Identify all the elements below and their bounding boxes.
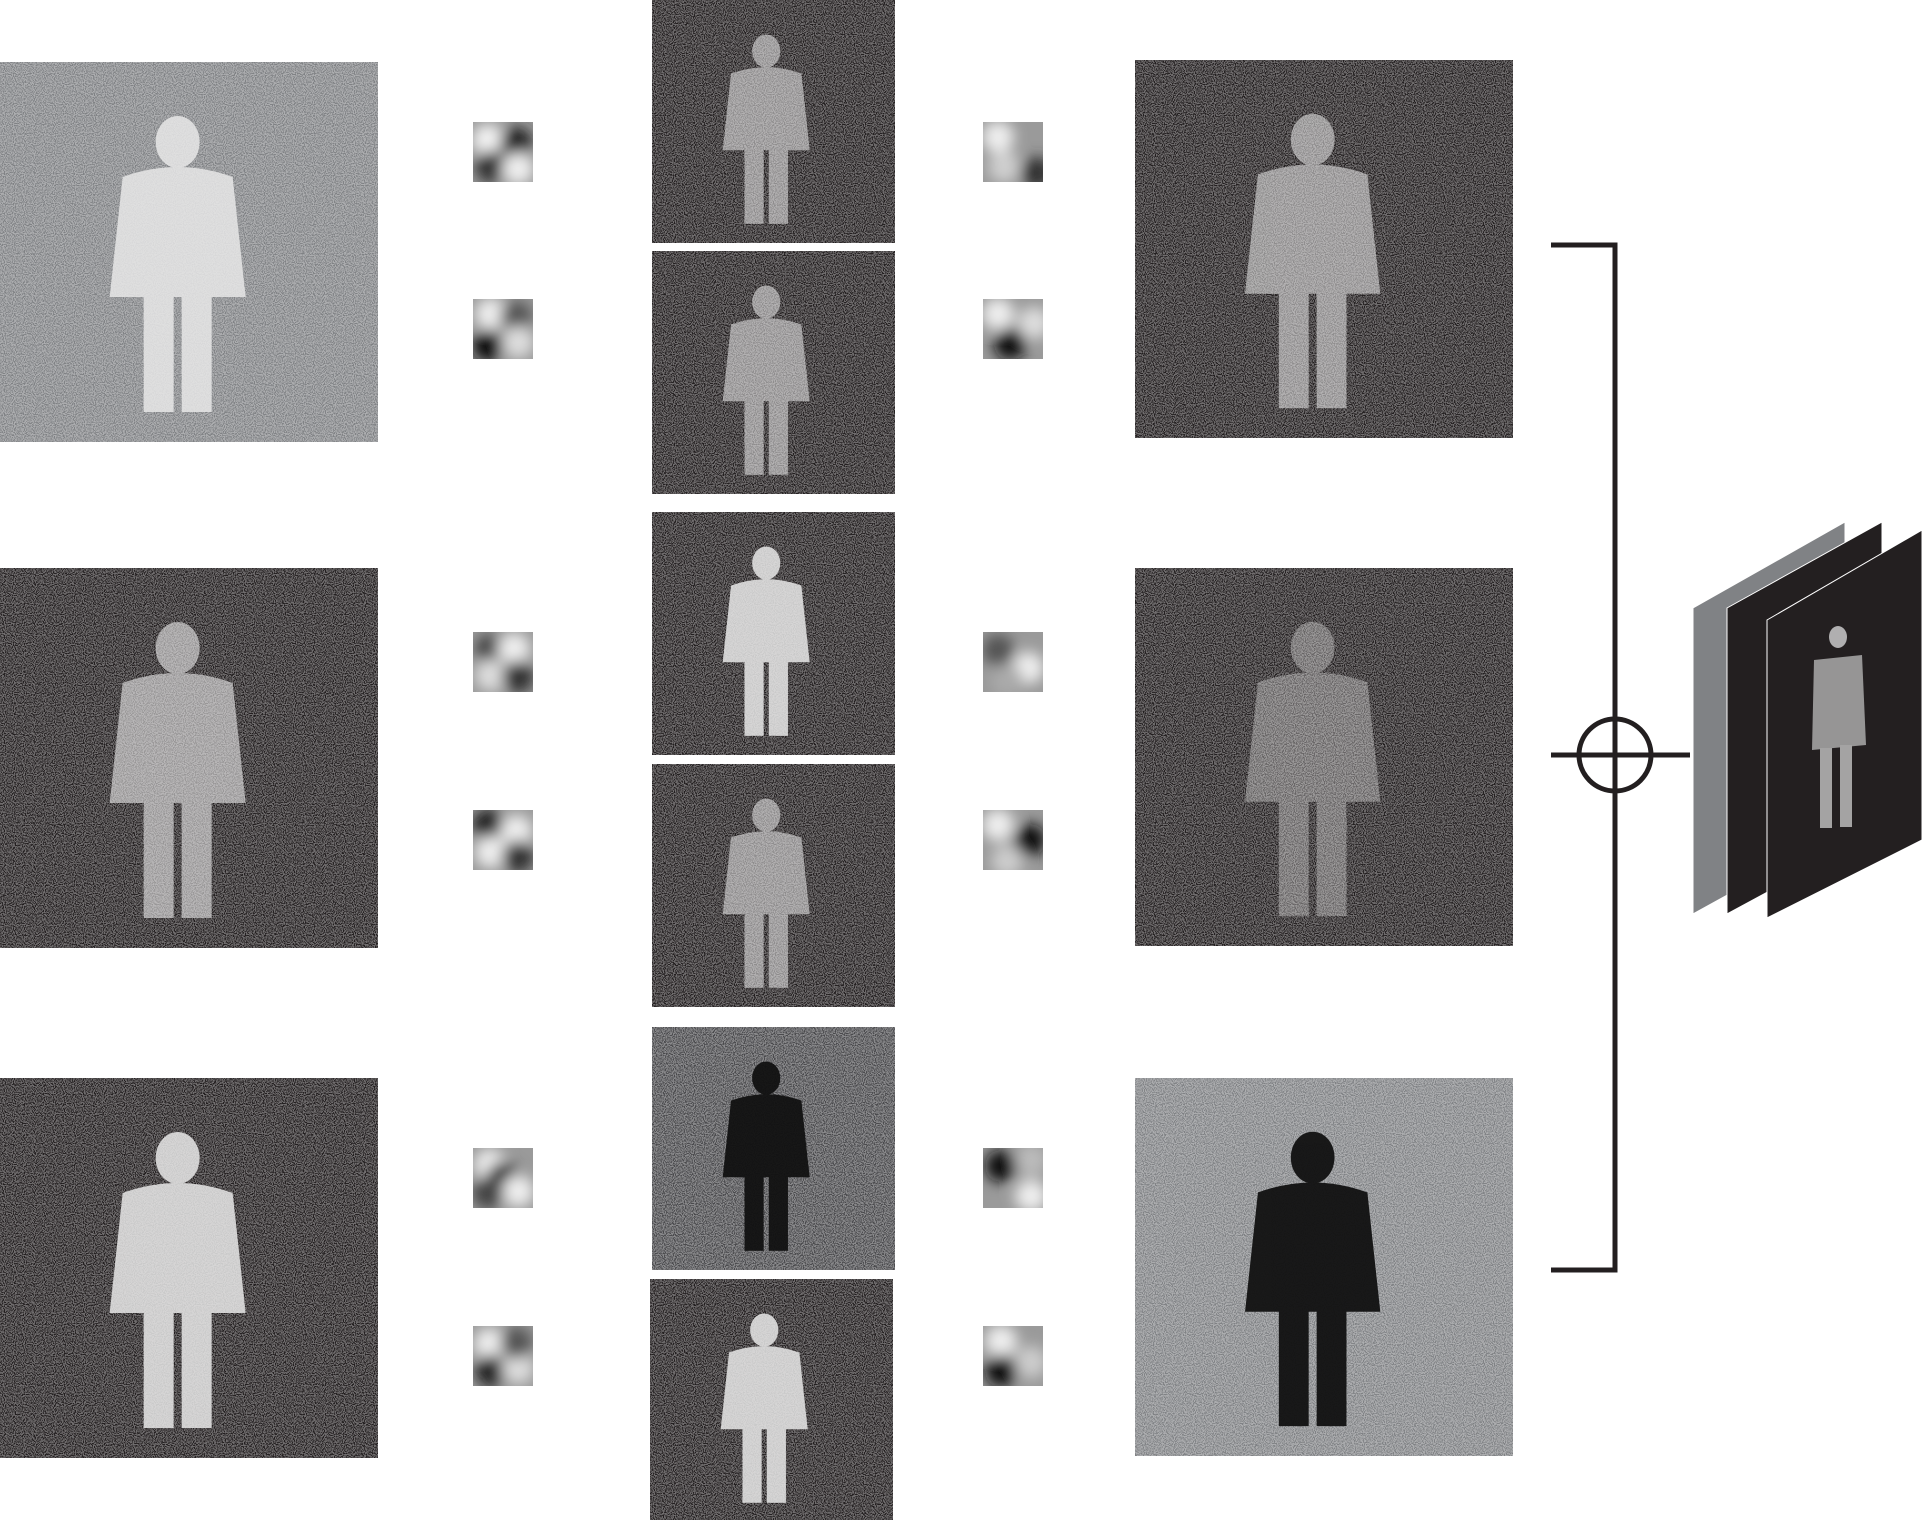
input-map-row-2 xyxy=(0,568,378,948)
sum-operator-icon xyxy=(1576,716,1654,794)
intermediate-map-row-2-1 xyxy=(652,512,895,755)
intermediate-map-row-1-2 xyxy=(652,251,895,494)
kernel-stage2-row-1-2 xyxy=(983,299,1043,359)
kernel-stage2-row-3-2 xyxy=(983,1326,1043,1386)
kernel-stage2-row-1-1 xyxy=(983,122,1043,182)
result-stack xyxy=(1692,521,1922,919)
intermediate-map-row-1-1 xyxy=(652,0,895,243)
intermediate-map-row-2-2 xyxy=(652,764,895,1007)
kernel-stage1-row-2-2 xyxy=(473,810,533,870)
kernel-stage1-row-1-1 xyxy=(473,122,533,182)
kernel-stage1-row-2-1 xyxy=(473,632,533,692)
kernel-stage2-row-2-1 xyxy=(983,632,1043,692)
intermediate-map-row-3-1 xyxy=(652,1027,895,1270)
kernel-stage1-row-3-1 xyxy=(473,1148,533,1208)
input-map-row-3 xyxy=(0,1078,378,1458)
output-map-row-1 xyxy=(1135,60,1513,438)
output-map-row-3 xyxy=(1135,1078,1513,1456)
input-map-row-1 xyxy=(0,62,378,442)
kernel-stage2-row-3-1 xyxy=(983,1148,1043,1208)
output-map-row-2 xyxy=(1135,568,1513,946)
kernel-stage1-row-1-2 xyxy=(473,299,533,359)
intermediate-map-row-3-2 xyxy=(650,1279,893,1520)
kernel-stage2-row-2-2 xyxy=(983,810,1043,870)
result-figure xyxy=(1812,626,1866,828)
kernel-stage1-row-3-2 xyxy=(473,1326,533,1386)
